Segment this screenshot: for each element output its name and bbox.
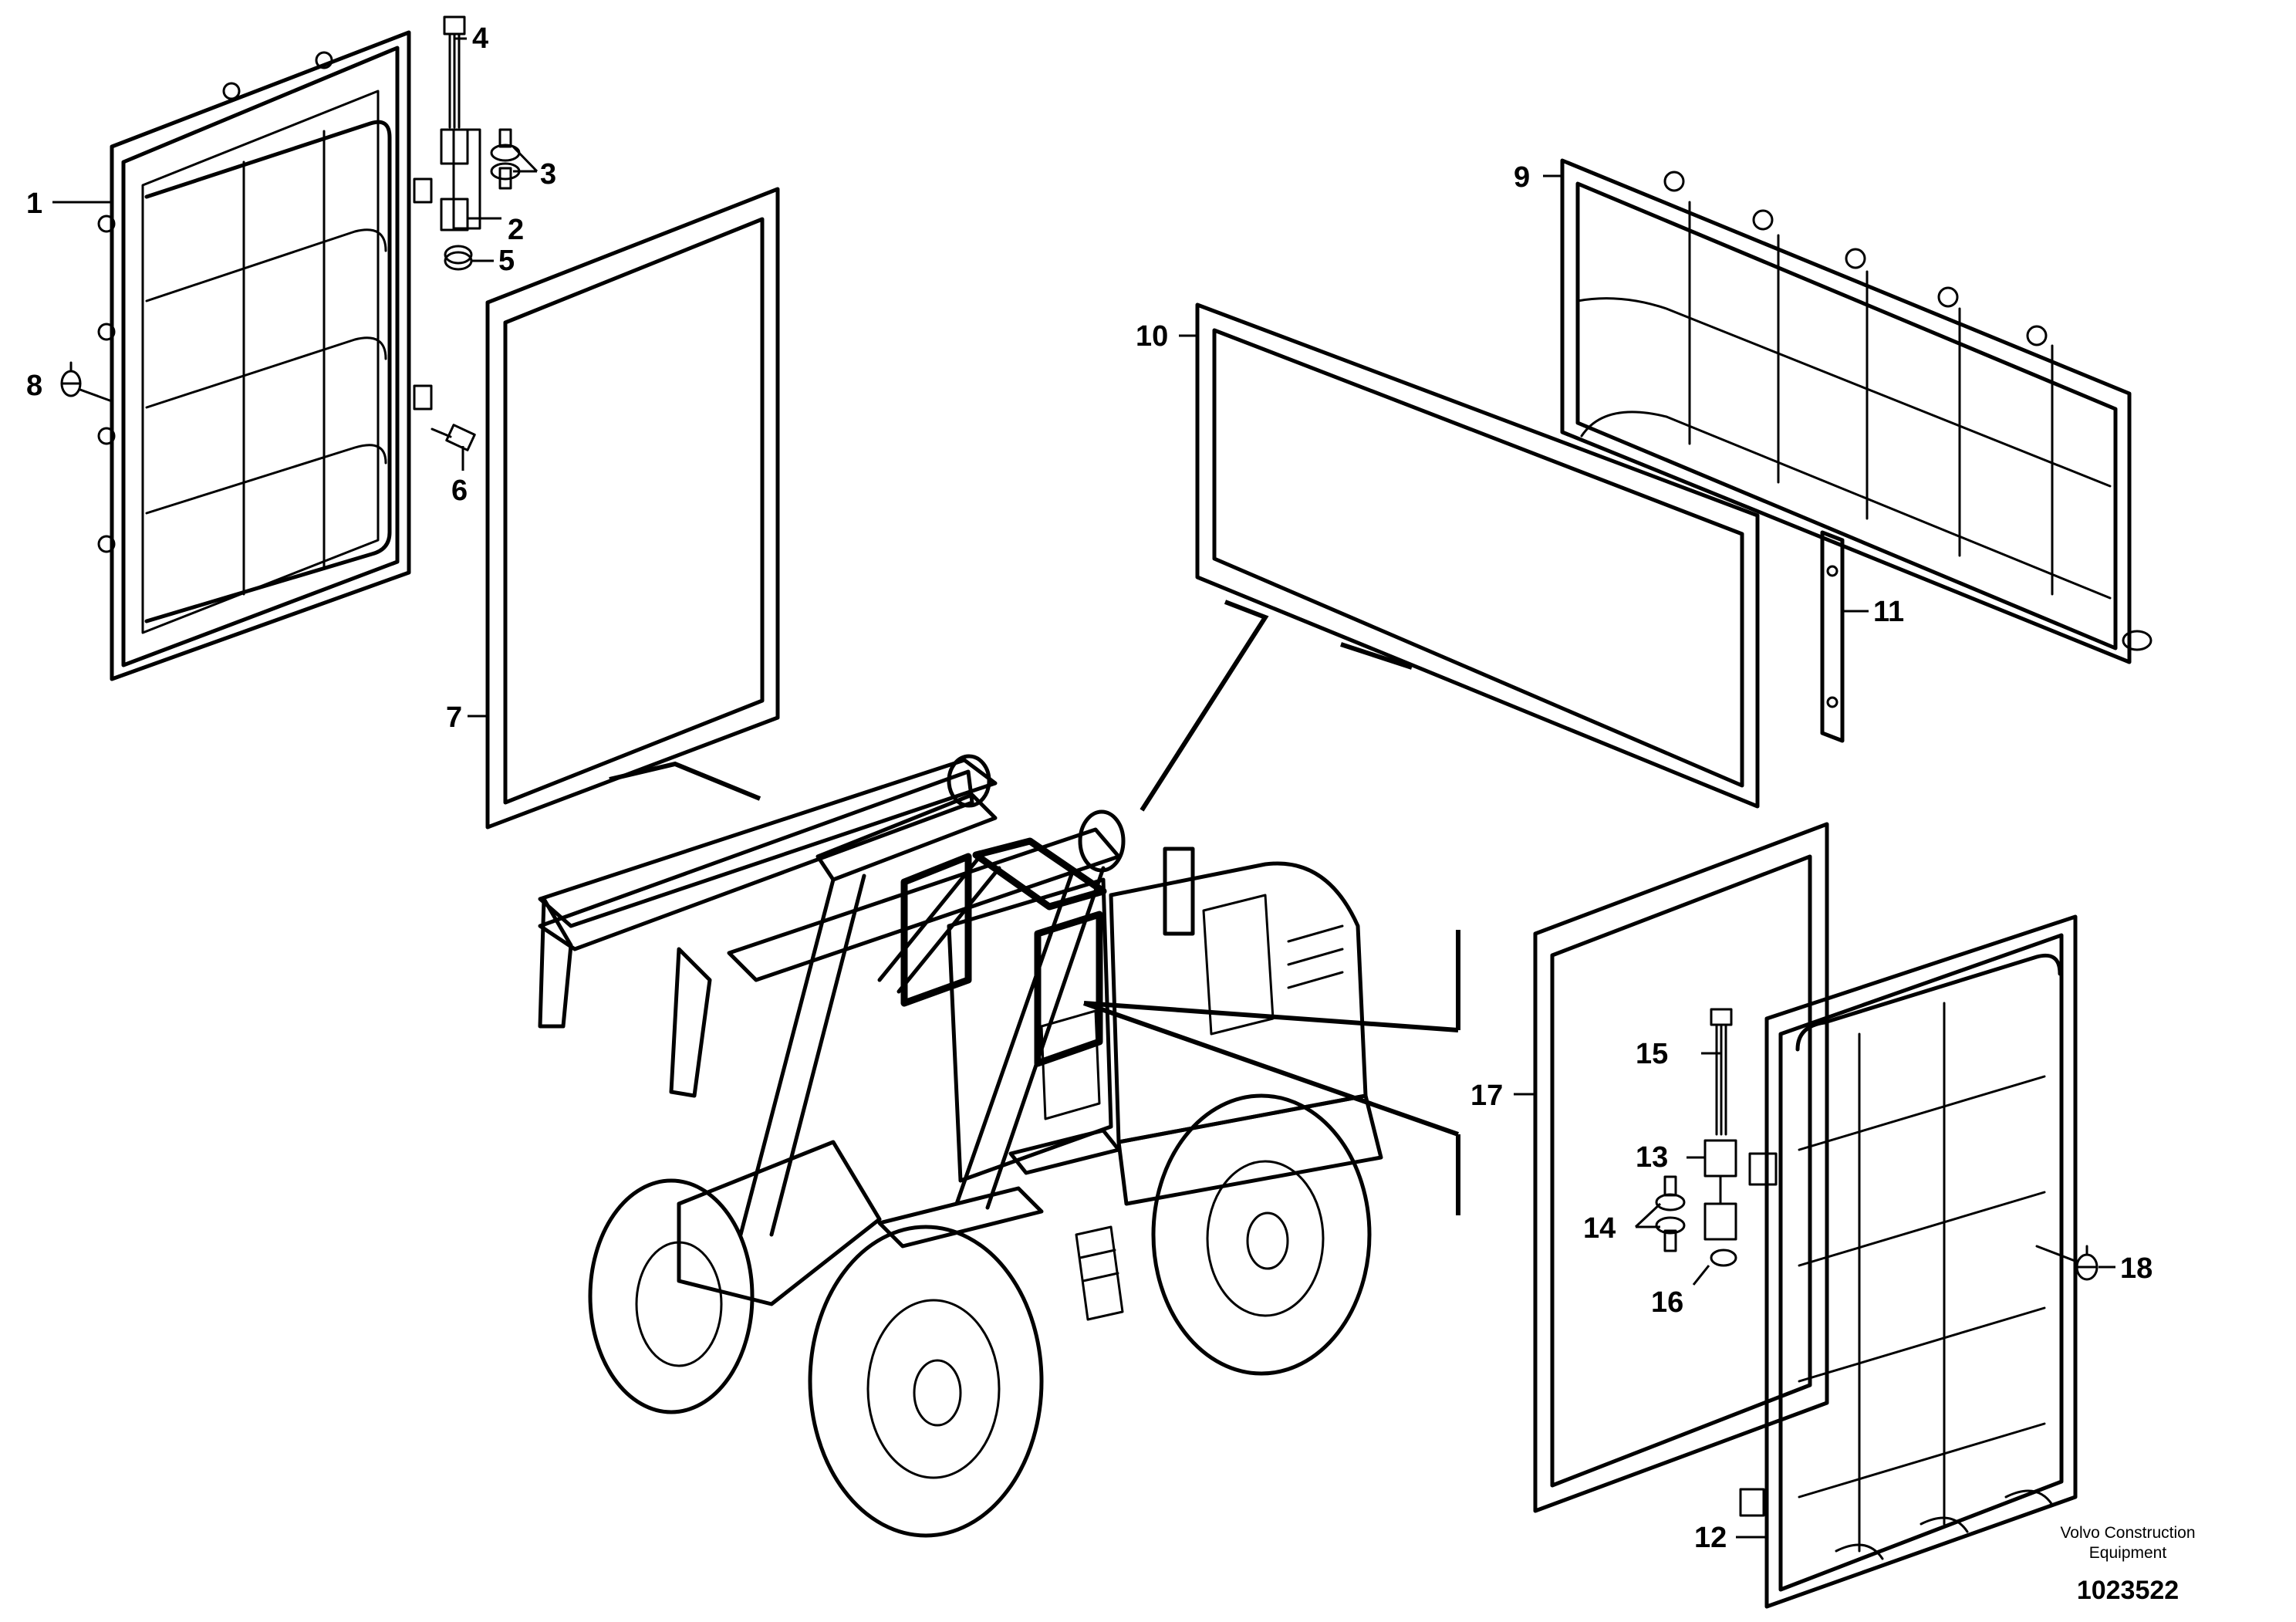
front-left-wheel bbox=[588, 1178, 755, 1414]
label-17: 17 bbox=[1470, 1080, 1503, 1112]
part-9-rear-guard bbox=[1560, 158, 2152, 664]
part-17-window-seal-right bbox=[1456, 822, 1829, 1513]
highlight-window-10 bbox=[972, 837, 1107, 911]
highlight-window-7 bbox=[900, 853, 972, 1007]
credit-block: Volvo Construction Equipment 1023522 bbox=[2060, 1524, 2195, 1605]
part-3-washers bbox=[490, 128, 521, 190]
label-2: 2 bbox=[508, 214, 524, 246]
label-8: 8 bbox=[26, 370, 42, 402]
label-10: 10 bbox=[1136, 320, 1168, 353]
label-11: 11 bbox=[1873, 596, 1904, 628]
rear-wheel bbox=[1151, 1093, 1372, 1376]
label-1: 1 bbox=[26, 188, 42, 220]
credit-line-1: Volvo Construction bbox=[2060, 1524, 2195, 1542]
label-12: 12 bbox=[1694, 1522, 1727, 1554]
label-6: 6 bbox=[451, 475, 468, 507]
label-3: 3 bbox=[540, 158, 556, 191]
document-number: 1023522 bbox=[2077, 1576, 2179, 1605]
label-14: 14 bbox=[1583, 1212, 1616, 1245]
label-15: 15 bbox=[1636, 1038, 1668, 1070]
wheel-loader-illustration bbox=[538, 754, 1459, 1538]
front-right-wheel bbox=[808, 1225, 1044, 1538]
label-18: 18 bbox=[2120, 1252, 2152, 1285]
part-labels: 1 2 3 4 5 6 7 8 9 10 11 12 13 14 15 16 1… bbox=[26, 22, 2152, 1554]
part-14-washers bbox=[1655, 1175, 1686, 1252]
label-9: 9 bbox=[1514, 161, 1530, 194]
part-2-4-5-bolt-stack bbox=[440, 15, 481, 271]
part-18-wing-bolt bbox=[2035, 1245, 2098, 1281]
label-5: 5 bbox=[498, 245, 515, 277]
label-4: 4 bbox=[472, 22, 488, 55]
part-10-window-seal-wide bbox=[1140, 302, 1760, 812]
leader-lines bbox=[52, 37, 2115, 1539]
part-12-side-guard-right bbox=[1739, 914, 2078, 1609]
part-11-strap bbox=[1820, 530, 1845, 743]
label-16: 16 bbox=[1651, 1286, 1683, 1319]
part-8-wing-bolt bbox=[60, 361, 113, 403]
label-7: 7 bbox=[446, 701, 462, 734]
highlight-window-17 bbox=[1034, 911, 1103, 1067]
part-1-side-guard-left bbox=[97, 30, 433, 681]
part-6-fitting bbox=[430, 424, 476, 451]
part-7-window-seal-tall bbox=[485, 187, 780, 830]
label-13: 13 bbox=[1636, 1141, 1668, 1174]
credit-line-2: Equipment bbox=[2089, 1544, 2167, 1562]
